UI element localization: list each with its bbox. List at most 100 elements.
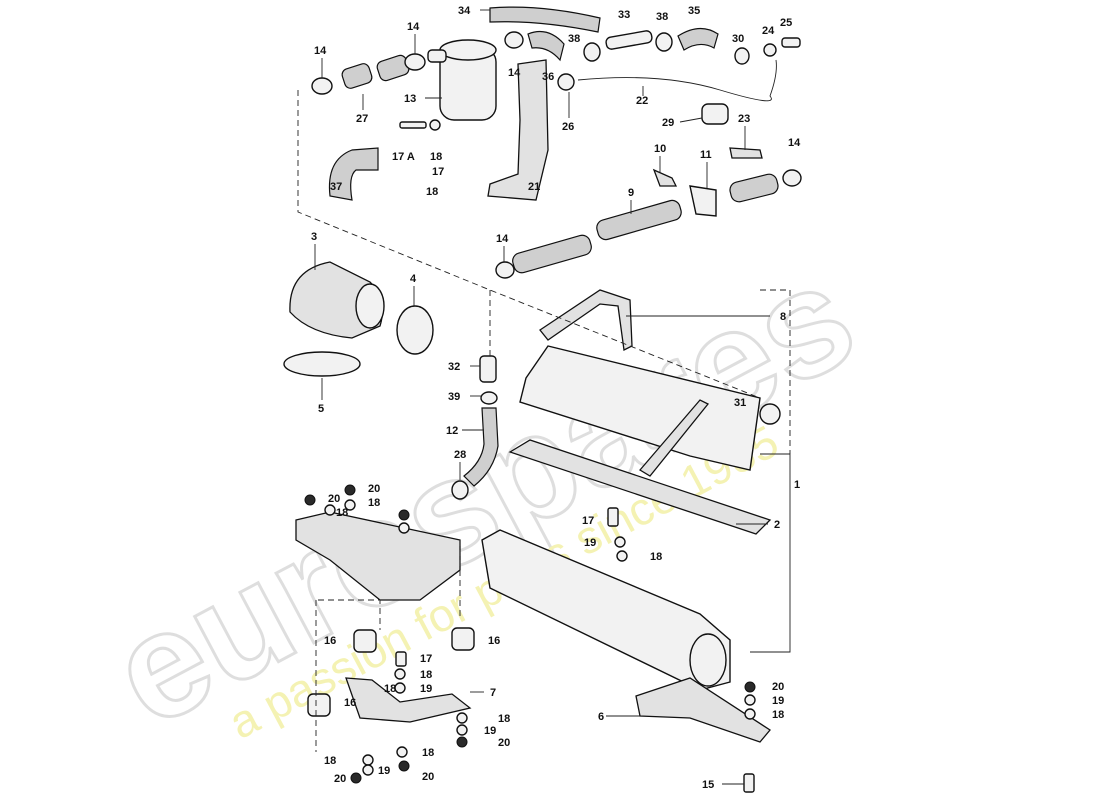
grommet-31 [759, 403, 781, 425]
bolt-17-lower [395, 651, 407, 667]
washer-19-bottom [362, 764, 374, 776]
callout-18-lower-b: 18 [498, 713, 510, 725]
sleeve-32 [479, 355, 497, 383]
callout-35: 35 [688, 5, 700, 17]
callout-18-a: 18 [368, 497, 380, 509]
callout-16-right: 16 [488, 635, 500, 647]
pipe-33 [605, 30, 653, 50]
washer-18-lower-a [394, 668, 406, 680]
callout-32: 32 [448, 361, 460, 373]
support-frame [295, 511, 461, 601]
callout-18-lower-a: 18 [420, 669, 432, 681]
mounting-frame [295, 511, 475, 723]
washer-18-lower-b [456, 712, 468, 724]
clamp-14-right [504, 31, 524, 49]
callout-2: 2 [774, 519, 780, 531]
callout-18-top: 18 [430, 151, 442, 163]
callout-24: 24 [762, 25, 775, 37]
nut-20-bottom-a [398, 760, 410, 772]
clamp-5 [283, 351, 361, 377]
callout-23: 23 [738, 113, 750, 125]
rubber-boot-3-mouth [355, 283, 385, 329]
callout-6: 6 [598, 711, 604, 723]
upper-shell [519, 345, 761, 471]
callout-18-b: 18 [336, 507, 348, 519]
bracket-21 [487, 59, 549, 201]
callout-16-lower: 16 [344, 697, 356, 709]
bracket-1 [750, 453, 791, 653]
callout-15: 15 [702, 779, 714, 791]
callout-17-center: 17 [582, 515, 594, 527]
washer-19-lower-b [456, 724, 468, 736]
clamp-28 [451, 480, 469, 500]
clamp-14-mid [495, 261, 515, 279]
washer-18-a [344, 499, 356, 511]
callout-21: 21 [528, 181, 540, 193]
hose-27 [341, 63, 373, 89]
nut-20-a [344, 484, 356, 496]
callout-20-bottom-b: 20 [334, 773, 346, 785]
callout-16-left: 16 [324, 635, 336, 647]
nut-24 [763, 43, 777, 57]
callout-8: 8 [780, 311, 786, 323]
callout-26: 26 [562, 121, 574, 133]
watermark: eurospares a passion for parts since 198… [85, 229, 881, 760]
washer-18-bottom-b [396, 746, 408, 758]
leader-29 [679, 117, 703, 123]
clamp-14-upper [404, 53, 426, 71]
callout-28: 28 [454, 449, 466, 461]
bolt-17A [399, 121, 427, 129]
mount-16-lower [307, 693, 331, 717]
callout-4: 4 [410, 273, 417, 285]
callout-14-far-right: 14 [788, 137, 801, 149]
clamp-14-far-right [782, 169, 802, 187]
dash-left-frame [297, 90, 761, 399]
grommet-39 [480, 391, 498, 405]
dash-right-bracket [760, 289, 791, 454]
callout-7: 7 [490, 687, 496, 699]
nut-20-bottom-b [350, 772, 362, 784]
callout-19-lower-b: 19 [484, 725, 496, 737]
washer-19-right [744, 694, 756, 706]
callout-18-center: 18 [650, 551, 662, 563]
callout-14-mid: 14 [496, 233, 509, 245]
callout-39: 39 [448, 391, 460, 403]
callout-33: 33 [618, 9, 630, 21]
strap-8-lower [639, 399, 710, 477]
callout-34: 34 [458, 5, 471, 17]
leader-lines [314, 9, 770, 785]
callout-29: 29 [662, 117, 674, 129]
washer-19-lower-a [394, 682, 406, 694]
bolt-25 [781, 37, 801, 48]
callout-22: 22 [636, 95, 648, 107]
washer-18-right [744, 708, 756, 720]
washer-18-center [616, 550, 628, 562]
clip-29 [701, 103, 729, 125]
bolt-15 [743, 773, 755, 793]
hose-36 [527, 31, 565, 62]
callout-17A: 17 A [392, 151, 415, 163]
nut-20-b [304, 494, 316, 506]
heater-unit [481, 289, 781, 793]
callout-18-lower-mid: 18 [384, 683, 396, 695]
callout-18-mid: 18 [426, 186, 438, 198]
lower-shell [481, 529, 731, 691]
clamp-14-left [311, 77, 333, 95]
tank-13-inlet [427, 49, 447, 63]
bracket-11 [689, 185, 717, 217]
hose-segment-upper [376, 54, 410, 82]
clamp-4 [396, 305, 434, 355]
outlet-pipe [689, 633, 727, 687]
nut-20-right [744, 681, 756, 693]
bracket-7 [345, 677, 472, 723]
clamp-38-right [655, 32, 673, 52]
callout-19-right: 19 [772, 695, 784, 707]
callout-25: 25 [780, 17, 792, 29]
callout-18-bottom-b: 18 [422, 747, 434, 759]
callout-20-lower-b: 20 [498, 737, 510, 749]
callout-36: 36 [542, 71, 554, 83]
washer-18-b [324, 504, 336, 516]
callout-30: 30 [732, 33, 744, 45]
drain-tubes [451, 355, 499, 500]
